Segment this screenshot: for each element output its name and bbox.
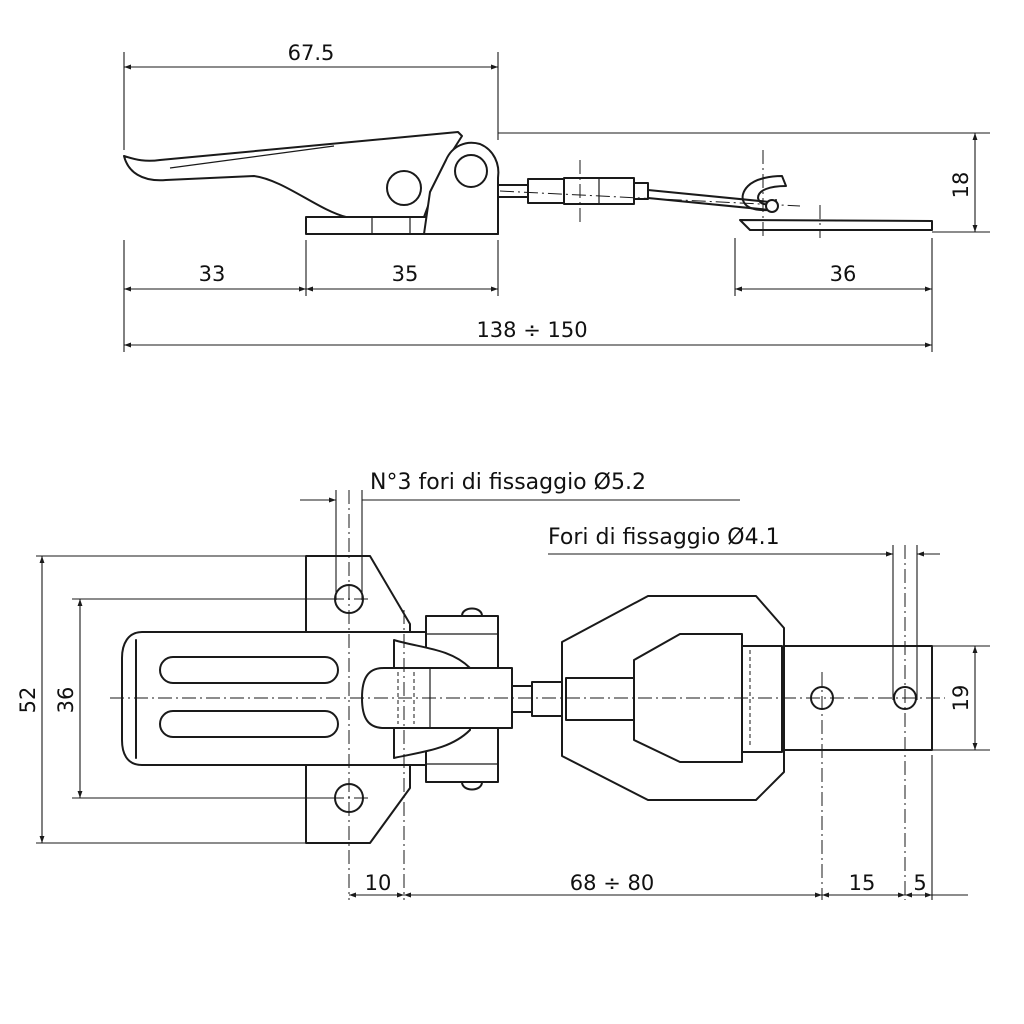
dim-18: 18: [949, 172, 973, 199]
note-hook-holes: Fori di fissaggio Ø4.1: [548, 525, 780, 550]
eye-bolt: [361, 667, 513, 729]
dim-36: 36: [830, 262, 857, 286]
dim-138-150: 138 ÷ 150: [476, 318, 587, 342]
slot-upper: [159, 656, 339, 684]
side-dimensions: 67.5 33 35 36 138 ÷ 150 18: [123, 41, 990, 352]
dim-19: 19: [949, 685, 973, 712]
upper-pivot-pin: [454, 154, 488, 188]
dim-10: 10: [365, 871, 392, 895]
keeper-plate: [739, 219, 933, 231]
dim-35: 35: [392, 262, 419, 286]
hook: [741, 175, 787, 212]
top-view: N°3 fori di fissaggio Ø5.2 Fori di fissa…: [16, 470, 990, 900]
lower-pivot-pin: [386, 170, 422, 206]
side-view: 67.5 33 35 36 138 ÷ 150 18: [123, 41, 990, 352]
slot-lower: [159, 710, 339, 738]
lever-arm: [123, 131, 463, 218]
dim-33: 33: [199, 262, 226, 286]
dim-67-5: 67.5: [288, 41, 335, 65]
dim-36-spacing: 36: [54, 687, 78, 714]
note-main-holes: N°3 fori di fissaggio Ø5.2: [370, 470, 646, 495]
dim-52: 52: [16, 687, 40, 714]
dim-15: 15: [849, 871, 876, 895]
dim-5: 5: [913, 871, 926, 895]
dim-68-80: 68 ÷ 80: [570, 871, 654, 895]
